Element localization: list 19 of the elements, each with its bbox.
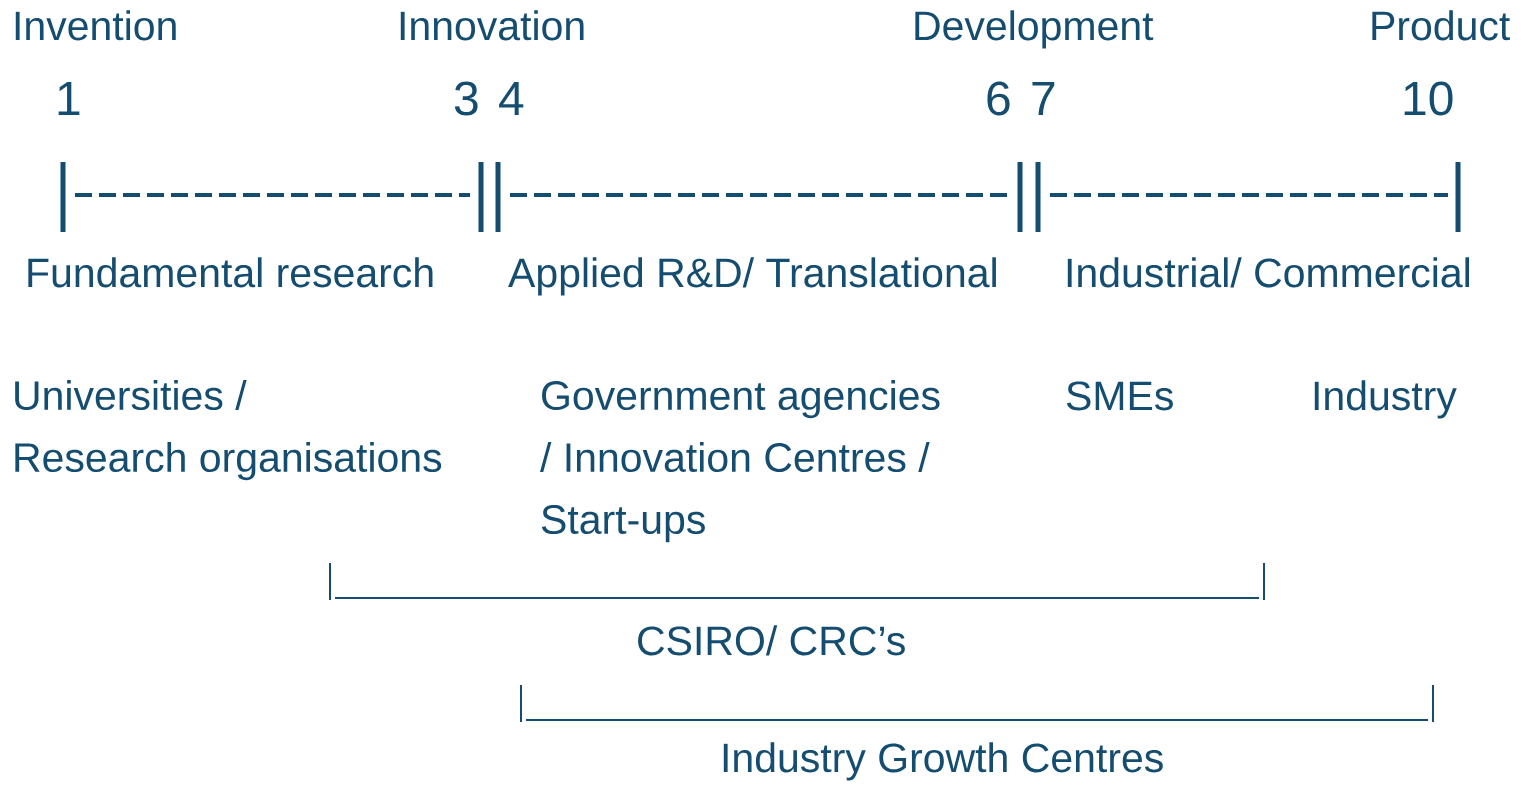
scale-number: 7 [1032,81,1055,115]
scale-number: 4 [499,81,524,115]
bracket-label: CSIRO/ CRC’s [638,625,905,656]
actor-label: Universities / Research organisations [15,380,442,481]
phase-label: Applied R&D/ Translational [508,257,996,296]
stage-label: Development [915,10,1154,49]
phase-label: Fundamental research [28,257,433,288]
scale-number: 10 [1404,81,1453,116]
phase-label: Industrial/ Commercial [1067,257,1469,288]
stage-label: Innovation [400,10,584,41]
scale-number: 6 [987,81,1010,116]
stage-label: Product [1372,10,1510,41]
actor-label: Industry [1314,380,1457,419]
scale-number: 3 [454,81,478,116]
bracket-label: Industry Growth Centres [723,742,1163,781]
actor-label: Government agencies / Innovation Centres / Start-ups [540,380,940,543]
stage-label: Invention [15,10,176,41]
actor-label: SMEs [1066,381,1173,411]
scale-number: 1 [58,81,80,115]
